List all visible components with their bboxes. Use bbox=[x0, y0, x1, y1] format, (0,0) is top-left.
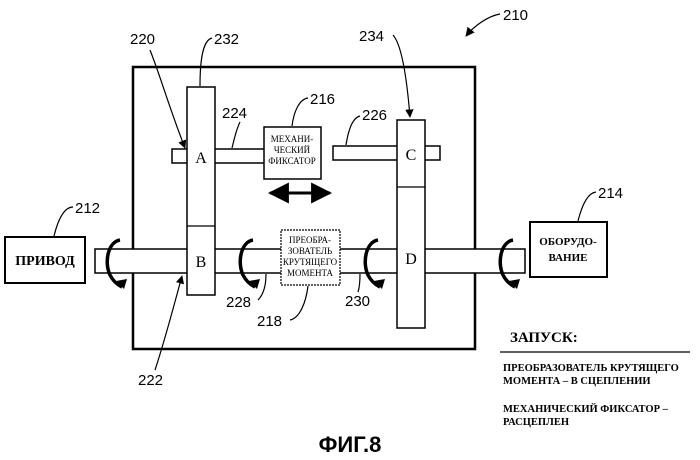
legend-line-2: МОМЕНТА – В СЦЕПЛЕНИИ bbox=[503, 376, 651, 387]
ref-210: 210 bbox=[503, 7, 528, 24]
ref-226: 226 bbox=[362, 107, 387, 124]
segment-d: D bbox=[405, 251, 417, 268]
ref-232-leader bbox=[200, 38, 212, 86]
legend-line-3: МЕХАНИЧЕСКИЙ ФИКСАТОР – bbox=[503, 403, 669, 415]
upper-shaft-left bbox=[172, 149, 265, 163]
ref-230-leader bbox=[358, 274, 360, 292]
ref-224: 224 bbox=[222, 105, 247, 122]
ref-216-leader bbox=[292, 98, 308, 126]
segment-b: B bbox=[196, 254, 207, 271]
ref-222-leader bbox=[155, 276, 182, 370]
ref-226-leader bbox=[346, 116, 360, 145]
legend-line-1: ПРЕОБРАЗОВАТЕЛЬ КРУТЯЩЕГО bbox=[503, 363, 679, 374]
ref-218-leader bbox=[290, 286, 308, 320]
mech-fixator-line-2: ЧЕСКИЙ bbox=[274, 145, 311, 155]
ref-232: 232 bbox=[214, 31, 239, 48]
ref-214: 214 bbox=[598, 185, 623, 202]
ref-234: 234 bbox=[359, 28, 384, 45]
segment-a: A bbox=[195, 150, 207, 167]
legend-title: ЗАПУСК: bbox=[510, 330, 578, 346]
ref-230: 230 bbox=[345, 293, 370, 310]
ref-220: 220 bbox=[130, 31, 155, 48]
ref-224-leader bbox=[232, 122, 240, 148]
ref-234-leader bbox=[393, 35, 410, 117]
mech-fixator-line-1: МЕХАНИ- bbox=[271, 134, 314, 144]
torque-converter-line-3: КРУТЯЩЕГО bbox=[283, 257, 338, 267]
ref-212: 212 bbox=[75, 200, 100, 217]
equipment-box bbox=[530, 222, 607, 277]
ref-222: 222 bbox=[138, 372, 163, 389]
equipment-label-2: ВАНИЕ bbox=[548, 252, 587, 264]
torque-converter-line-2: ЗОВАТЕЛЬ bbox=[288, 246, 332, 256]
ref-218: 218 bbox=[257, 313, 282, 330]
ref-220-leader bbox=[150, 50, 185, 148]
ref-216: 216 bbox=[310, 91, 335, 108]
drive-label: ПРИВОД bbox=[15, 254, 75, 269]
torque-converter-line-1: ПРЕОБРА- bbox=[289, 235, 331, 245]
mech-fixator-line-3: ФИКСАТОР bbox=[268, 156, 316, 166]
ref-210-leader bbox=[466, 14, 500, 36]
ref-228-leader bbox=[258, 274, 266, 300]
figure-caption: ФИГ.8 bbox=[319, 432, 382, 457]
equipment-label-1: ОБОРУДО- bbox=[539, 236, 597, 248]
legend-line-4: РАСЦЕПЛЕН bbox=[503, 417, 569, 428]
torque-converter-line-4: МОМЕНТА bbox=[287, 268, 334, 278]
ref-214-leader bbox=[578, 192, 596, 221]
ref-212-leader bbox=[54, 207, 73, 236]
segment-c: C bbox=[406, 147, 417, 164]
ref-228: 228 bbox=[226, 294, 251, 311]
